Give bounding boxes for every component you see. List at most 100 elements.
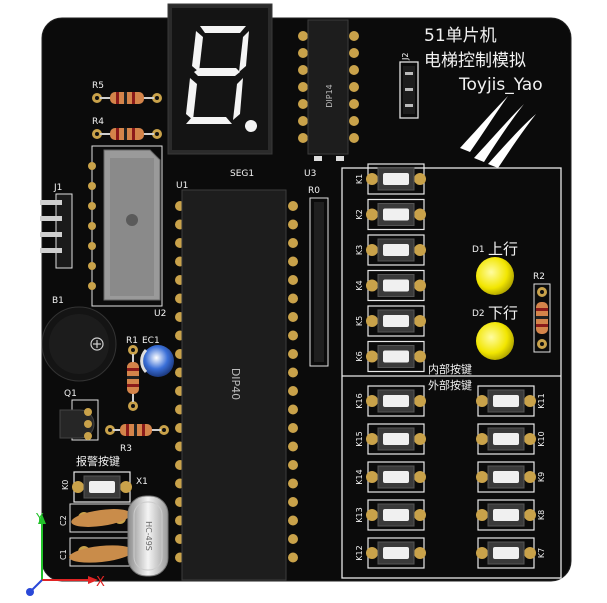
u3-pin-pad [298, 31, 308, 41]
u1-pin-pad [288, 201, 298, 211]
transistor-q1 [59, 399, 99, 441]
button-label: K5 [355, 316, 364, 326]
u3-label: U3 [304, 169, 316, 179]
u1-pin-pad [288, 238, 298, 248]
button-k2[interactable]: K2 [355, 198, 426, 231]
u1-package-label: DIP40 [229, 368, 242, 400]
button-label: K11 [537, 393, 546, 408]
alarm-button-group-label: 报警按键 [76, 454, 120, 468]
c2-label: C2 [59, 515, 68, 526]
d2-label: 下行 [488, 304, 518, 322]
u1-pin-pad [288, 349, 298, 359]
button-label: K10 [537, 431, 546, 446]
button-k10[interactable]: K10 [476, 423, 546, 455]
u2-pin-pad [88, 222, 96, 230]
board-author: Toyjis_Yao [458, 75, 543, 95]
button-panel-outline [341, 167, 562, 579]
u3-pin-pad [349, 48, 359, 58]
button-k12[interactable]: K12 [355, 537, 426, 569]
u3-pin-pad [298, 48, 308, 58]
button-k1[interactable]: K1 [355, 163, 426, 195]
u2-regulator [88, 145, 163, 307]
button-label: K6 [355, 351, 364, 361]
axis-x-label: X [96, 575, 105, 590]
u2-pin-pad [88, 182, 96, 190]
u2-label: U2 [154, 309, 166, 319]
u3-pin-pad [298, 133, 308, 143]
x1-label: X1 [136, 477, 148, 487]
u3-pin-pad [349, 133, 359, 143]
button-k6[interactable]: K6 [355, 340, 426, 373]
button-k16[interactable]: K16 [355, 385, 426, 417]
pcb-board [41, 17, 572, 582]
button-k8[interactable]: K8 [476, 499, 546, 531]
d2-ref-label: D2 [472, 309, 485, 319]
button-k7[interactable]: K7 [476, 537, 546, 569]
outer-buttons-label: 外部按键 [428, 378, 472, 392]
led-d2 [476, 322, 514, 360]
dip14-chip: DIP14 [298, 19, 359, 161]
resistor-r1 [127, 345, 139, 411]
button-label: K8 [537, 510, 546, 520]
button-k3[interactable]: K3 [355, 234, 426, 266]
button-label: K14 [355, 469, 364, 484]
inner-buttons-label: 内部按键 [428, 362, 472, 376]
u1-pin-pad [288, 497, 298, 507]
k0-label: K0 [61, 480, 70, 490]
capacitor-c1 [69, 537, 133, 567]
axis-y-label: Y [35, 511, 44, 525]
u2-pin-pad [88, 262, 96, 270]
button-label: K3 [355, 245, 364, 255]
button-k11[interactable]: K11 [476, 385, 546, 417]
d1-ref-label: D1 [472, 245, 485, 255]
button-k4[interactable]: K4 [355, 269, 426, 302]
r1-label: R1 [126, 336, 138, 346]
button-k9[interactable]: K9 [476, 461, 546, 493]
button-label: K13 [355, 507, 364, 522]
axis-gizmo [26, 514, 98, 596]
d1-label: 上行 [488, 240, 518, 258]
button-k14[interactable]: K14 [355, 461, 426, 493]
r4-label: R4 [92, 117, 104, 127]
u1-pin-pad [288, 219, 298, 230]
button-label: K2 [355, 209, 364, 219]
r2-label: R2 [533, 272, 545, 282]
u1-pin-pad [288, 293, 298, 304]
button-label: K12 [355, 545, 364, 560]
u3-pin-pad [349, 31, 359, 41]
u1-pin-pad [288, 423, 298, 433]
button-k5[interactable]: K5 [355, 305, 426, 337]
crystal-marking: HC-49S [144, 521, 153, 551]
u1-pin-pad [288, 534, 298, 544]
u1-pin-pad [288, 515, 298, 526]
u3-pin-pad [298, 116, 308, 126]
u1-pin-pad [288, 367, 298, 378]
seven-segment-display [167, 3, 273, 155]
button-k13[interactable]: K13 [355, 499, 426, 531]
u3-pin-pad [349, 99, 359, 109]
u1-pin-pad [288, 441, 298, 452]
resistor-r4 [92, 128, 162, 140]
button-label: K4 [355, 280, 364, 290]
u2-pin-pad [88, 242, 96, 250]
board-title-line1: 51单片机 [424, 26, 497, 46]
button-label: K16 [355, 393, 364, 408]
button-label: K1 [355, 174, 364, 184]
button-k15[interactable]: K15 [355, 423, 426, 455]
led-d1 [476, 257, 514, 295]
u1-pin-pad [288, 552, 298, 563]
resistor-network-r0 [309, 197, 329, 367]
j2-jumper [399, 61, 419, 119]
u1-pin-pad [288, 330, 298, 341]
u3-pin-pad [298, 82, 308, 92]
r5-label: R5 [92, 81, 104, 91]
u1-label: U1 [176, 181, 188, 191]
u1-pin-pad [288, 312, 298, 322]
alarm-button-k0[interactable] [72, 471, 132, 503]
u3-pin-pad [298, 99, 308, 109]
u2-pin-pad [88, 162, 96, 170]
ec1-label: EC1 [142, 336, 160, 346]
